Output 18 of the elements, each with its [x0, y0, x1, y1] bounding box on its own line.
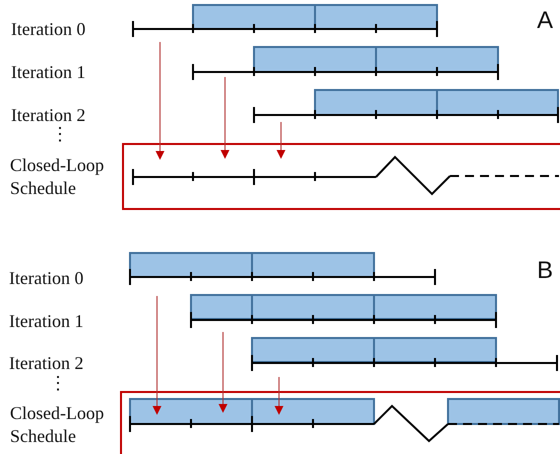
- panel-letter: A: [537, 8, 554, 34]
- row-label: Iteration 0: [11, 19, 86, 40]
- row-label: Closed-Loop Schedule: [10, 402, 105, 448]
- row-label: Iteration 1: [11, 62, 86, 83]
- panel-letter: B: [537, 258, 554, 284]
- ellipsis: ⋮: [51, 124, 69, 145]
- arrow: [152, 296, 162, 415]
- row-label: Iteration 0: [9, 268, 84, 289]
- row-label: Iteration 1: [9, 311, 84, 332]
- row-label: Closed-Loop Schedule: [10, 154, 105, 200]
- row-label: Iteration 2: [9, 353, 84, 374]
- arrow: [220, 76, 230, 159]
- ellipsis: ⋮: [49, 373, 67, 394]
- arrow: [274, 376, 284, 415]
- arrow: [218, 332, 228, 413]
- arrow: [276, 122, 286, 159]
- arrow: [156, 42, 164, 160]
- row-label: Iteration 2: [11, 105, 86, 126]
